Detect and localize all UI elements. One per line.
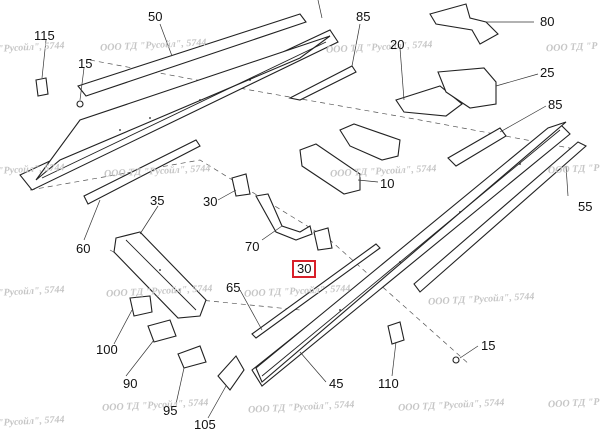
callout-15[interactable]: 15 bbox=[481, 338, 496, 353]
part-20-mount[interactable] bbox=[395, 85, 463, 117]
part-55-strip[interactable] bbox=[413, 141, 587, 293]
part-115-clip[interactable] bbox=[35, 77, 49, 97]
callout-55[interactable]: 55 bbox=[578, 199, 593, 214]
part-35-crossmember[interactable] bbox=[113, 231, 207, 319]
part-10-crossmember[interactable] bbox=[299, 123, 401, 195]
callout-15[interactable]: 15 bbox=[78, 56, 93, 71]
part-85-plate-upper[interactable] bbox=[288, 65, 357, 101]
callout-30-highlighted[interactable]: 30 bbox=[292, 260, 317, 278]
part-15-bolt-left[interactable] bbox=[76, 100, 84, 108]
callout-90[interactable]: 90 bbox=[123, 376, 138, 391]
part-105-bracket[interactable] bbox=[217, 355, 245, 391]
part-85-plate-lower[interactable] bbox=[447, 127, 507, 167]
callout-115[interactable]: 115 bbox=[34, 28, 55, 43]
callout-70[interactable]: 70 bbox=[245, 239, 260, 254]
callout-85[interactable]: 85 bbox=[356, 9, 371, 24]
callout-25[interactable]: 25 bbox=[540, 65, 555, 80]
rivet-dots bbox=[119, 79, 521, 311]
callout-105[interactable]: 105 bbox=[194, 417, 216, 432]
part-30-bracket-upper[interactable] bbox=[231, 173, 251, 197]
callout-30[interactable]: 30 bbox=[203, 194, 218, 209]
part-90-bracket[interactable] bbox=[147, 319, 177, 343]
part-30-bracket-lower[interactable] bbox=[313, 227, 333, 251]
callout-60[interactable]: 60 bbox=[76, 241, 91, 256]
callout-35[interactable]: 35 bbox=[150, 193, 165, 208]
part-110-bracket[interactable] bbox=[387, 321, 405, 345]
callout-10[interactable]: 10 bbox=[380, 176, 395, 191]
part-15-bolt-right[interactable] bbox=[452, 356, 460, 364]
part-25-crossmember[interactable] bbox=[437, 67, 497, 109]
callout-100[interactable]: 100 bbox=[96, 342, 118, 357]
part-60-brace[interactable] bbox=[83, 139, 201, 205]
part-45-side-rail[interactable] bbox=[251, 121, 571, 387]
part-80-bracket[interactable] bbox=[429, 3, 499, 45]
part-70-bracket[interactable] bbox=[255, 193, 313, 241]
part-50-side-rail[interactable] bbox=[19, 13, 339, 191]
callout-20[interactable]: 20 bbox=[390, 37, 405, 52]
part-65-strip[interactable] bbox=[251, 243, 381, 339]
callout-95[interactable]: 95 bbox=[163, 403, 178, 418]
part-95-bracket[interactable] bbox=[177, 345, 207, 369]
callout-85[interactable]: 85 bbox=[548, 97, 563, 112]
callout-65[interactable]: 65 bbox=[226, 280, 241, 295]
callout-50[interactable]: 50 bbox=[148, 9, 163, 24]
callout-110[interactable]: 110 bbox=[378, 376, 399, 391]
part-100-bracket[interactable] bbox=[129, 295, 153, 317]
callout-45[interactable]: 45 bbox=[329, 376, 344, 391]
callout-80[interactable]: 80 bbox=[540, 14, 555, 29]
leader-lines bbox=[41, 0, 569, 419]
